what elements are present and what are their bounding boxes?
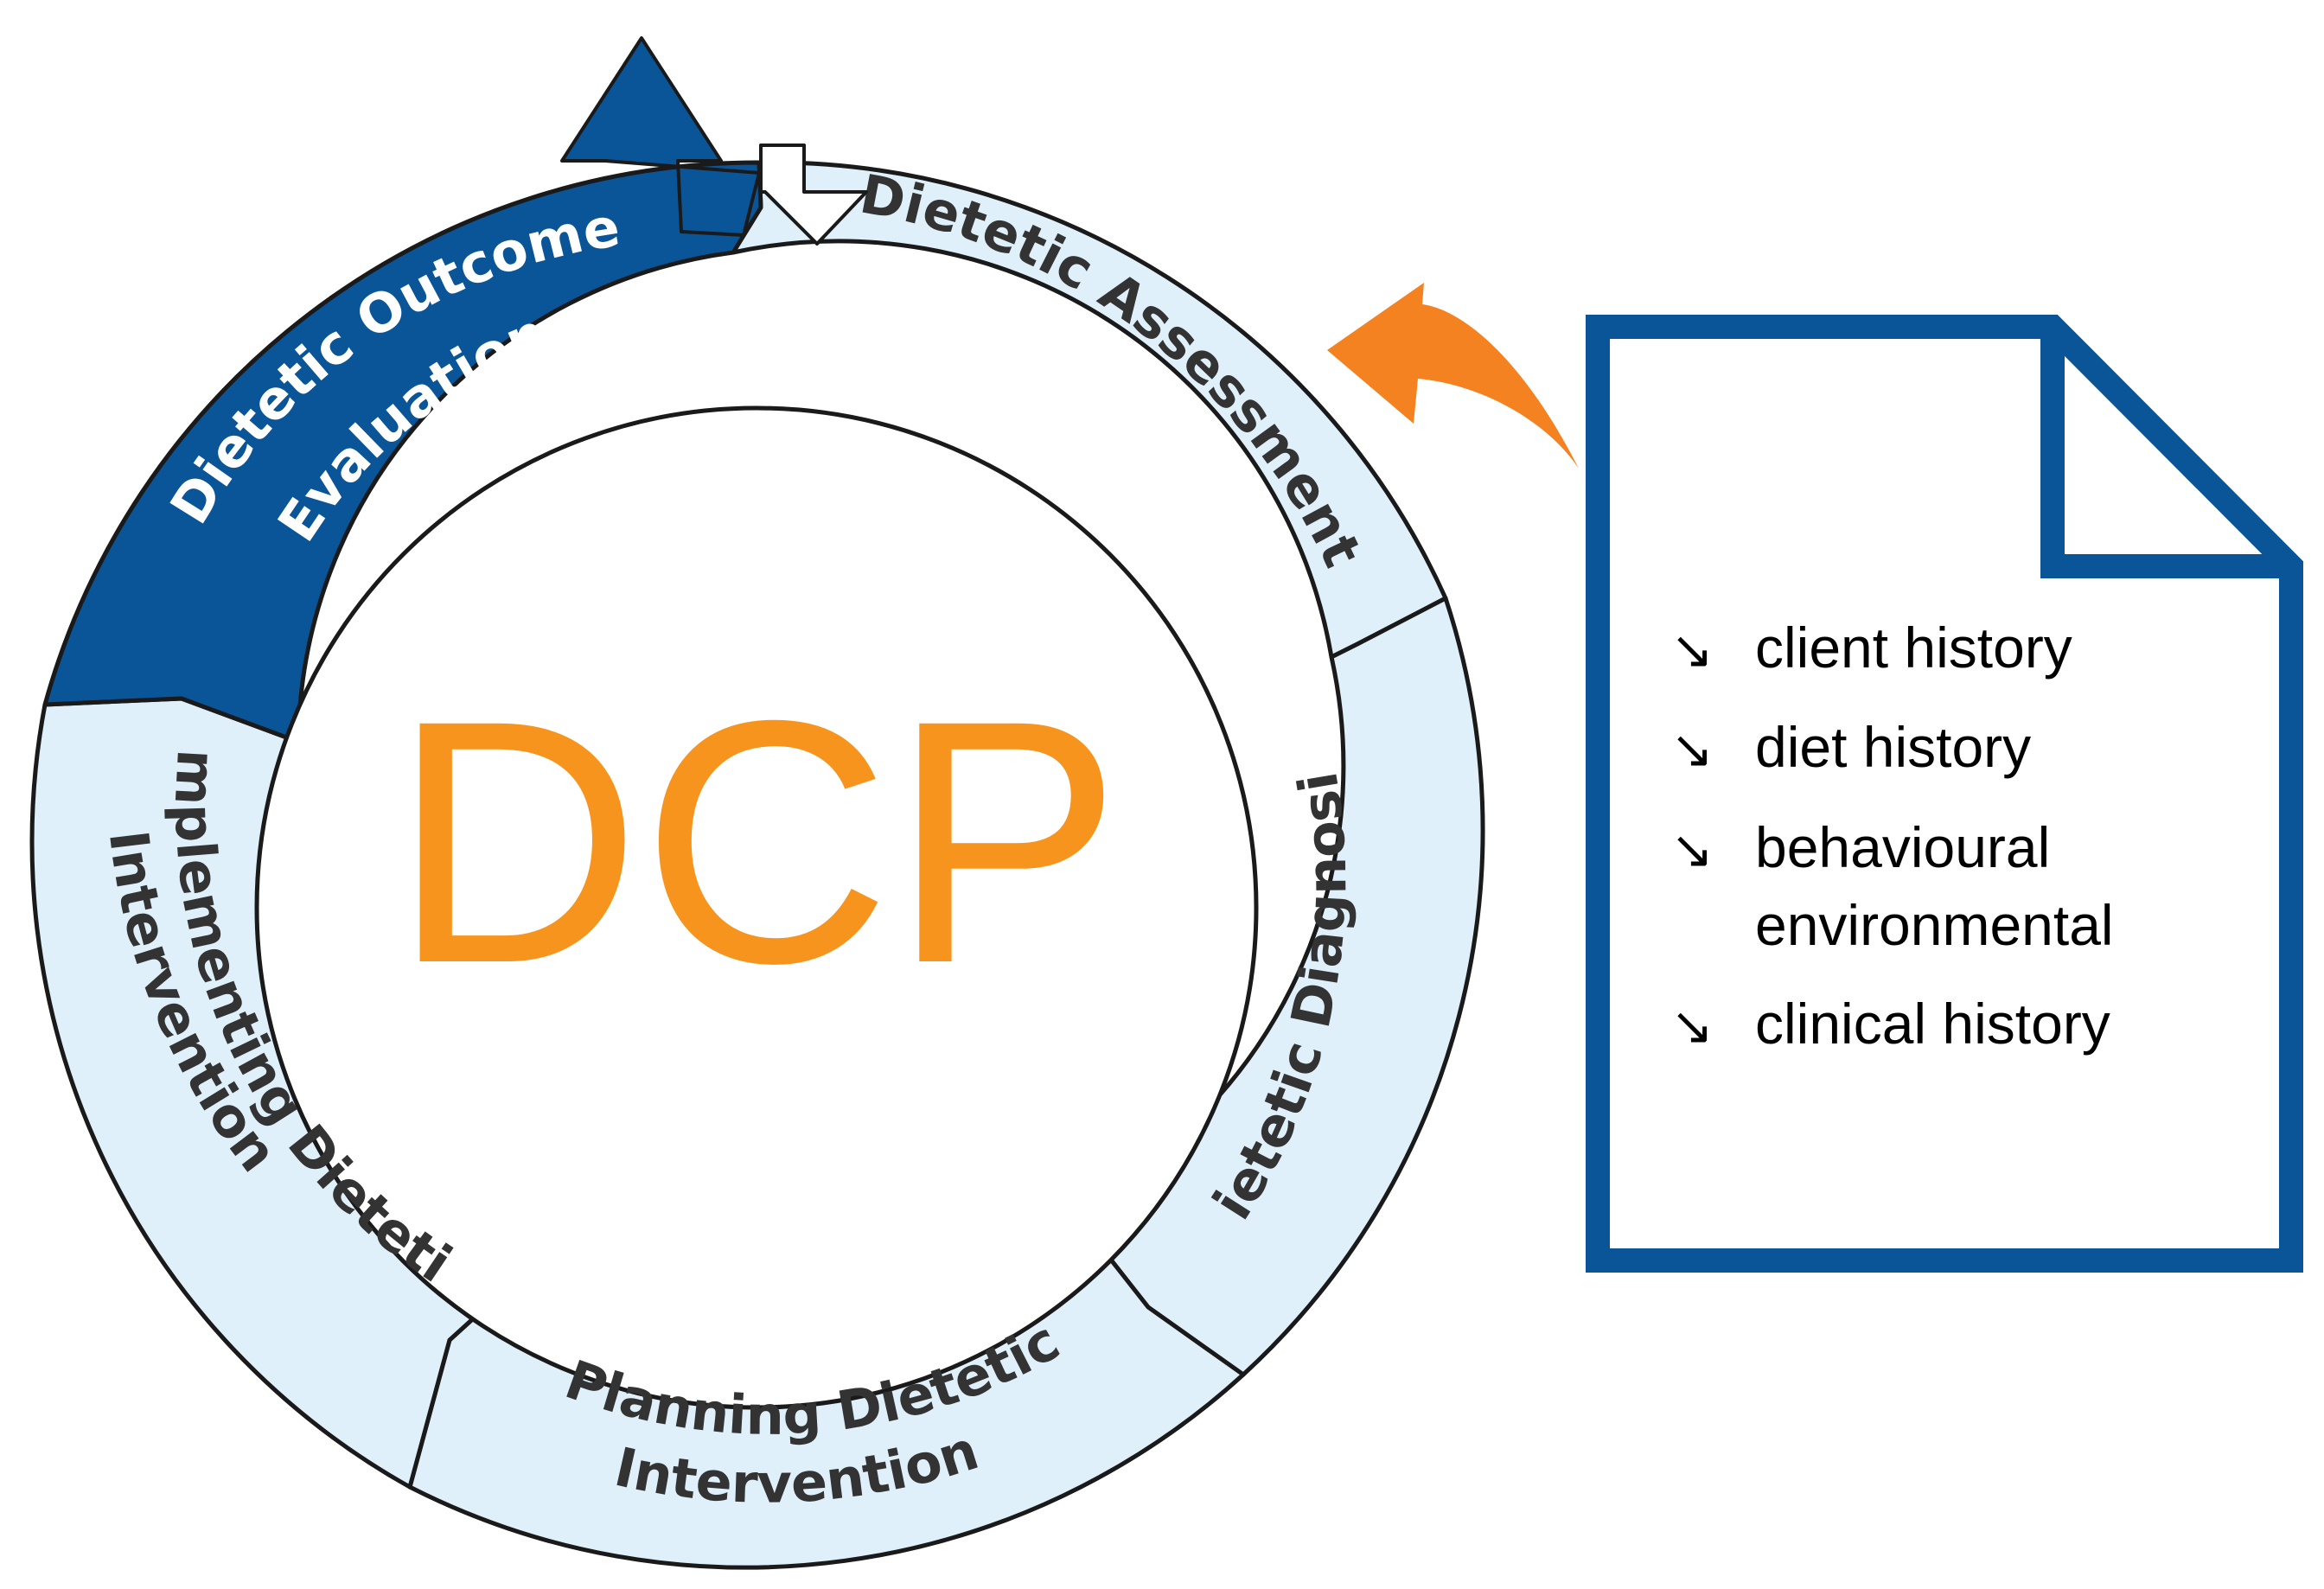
document-item-client-history: ↘ client history xyxy=(1670,616,2072,680)
document-item-text: diet history xyxy=(1755,715,2031,779)
document-item-text: clinical history xyxy=(1755,992,2110,1056)
exit-arrow-icon xyxy=(560,36,761,237)
document-item-text-line2: environmental xyxy=(1755,893,2114,957)
arrow-down-right-icon: ↘ xyxy=(1670,620,1714,680)
document-card: ↘ client history ↘ diet history ↘ behavi… xyxy=(1586,315,2303,1273)
document-item-behavioural-environmental: ↘ behavioural environmental xyxy=(1670,815,2114,957)
document-item-diet-history: ↘ diet history xyxy=(1670,715,2031,780)
document-item-text: client history xyxy=(1755,616,2072,680)
cycle-ring xyxy=(29,160,1485,1570)
entry-arrow-icon xyxy=(759,144,868,246)
center-circle xyxy=(254,405,1259,1410)
center-label-dcp: DCP xyxy=(392,648,1122,1035)
document-item-text-line1: behavioural xyxy=(1755,815,2050,879)
connector-arrow-icon xyxy=(1327,283,1579,469)
arrow-down-right-icon: ↘ xyxy=(1670,820,1714,880)
arrow-down-right-icon: ↘ xyxy=(1670,719,1714,780)
arrow-down-right-icon: ↘ xyxy=(1670,996,1714,1056)
document-icon xyxy=(1586,315,2303,1273)
document-item-clinical-history: ↘ clinical history xyxy=(1670,992,2110,1056)
document-fold xyxy=(2040,327,2291,578)
